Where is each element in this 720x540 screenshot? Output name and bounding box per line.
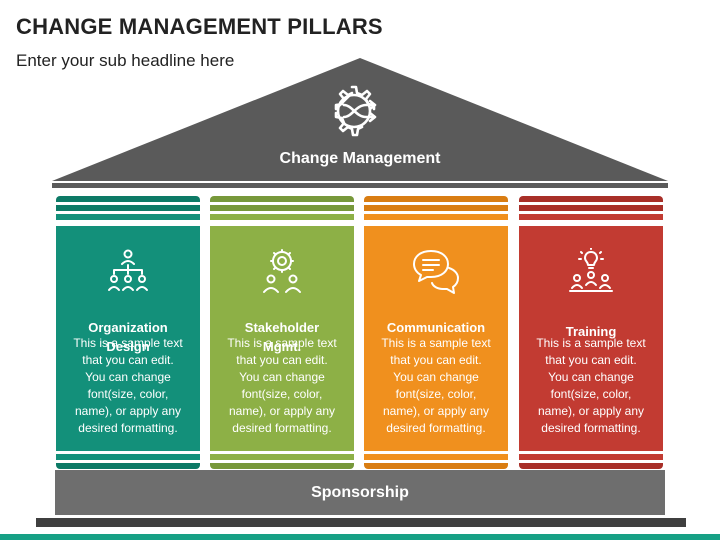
pillar-communication: Communication This is a sample text that… [364,196,508,469]
pillar-title: Organization Design [88,320,168,354]
pillar-text: This is a sample text that you can edit.… [73,336,183,435]
pillar-organization-design: Organization Design This is a sample tex… [56,196,200,469]
stakeholder-gear-icon [263,249,301,293]
pillar-title: Stakeholder Mgmt. [244,320,320,354]
roof-label: Change Management [279,150,441,167]
accent-bar [0,534,720,540]
page-subtitle: Enter your sub headline here [16,51,235,70]
gear-shuffle-icon [334,85,377,137]
pillar-training: Training This is a sample text that you … [519,196,663,469]
trainer-idea-icon [569,248,613,292]
base-line [36,518,686,527]
pillar-title: Training [565,324,617,339]
page-title: CHANGE MANAGEMENT PILLARS [16,14,383,39]
pillar-text: This is a sample text that you can edit.… [381,336,491,435]
pillar-title: Communication [386,320,486,335]
foundation-sponsorship: Sponsorship [55,470,665,515]
org-chart-icon [108,249,148,291]
chat-bubbles-icon [413,250,459,294]
pillar-text: This is a sample text that you can edit.… [536,336,646,435]
pillar-text: This is a sample text that you can edit.… [227,336,337,435]
pillar-stakeholder-mgmt: Stakeholder Mgmt. This is a sample text … [210,196,354,469]
